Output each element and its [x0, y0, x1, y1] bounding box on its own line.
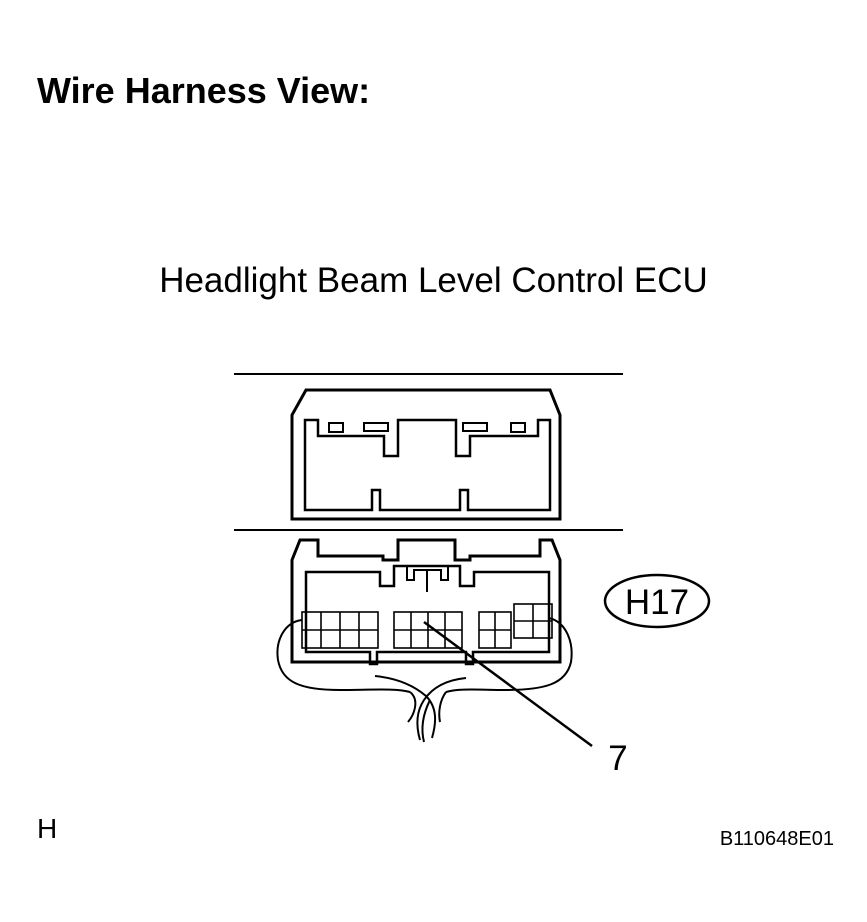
pin-number-label: 7 [608, 739, 627, 778]
connector-code-label: H17 [603, 573, 711, 629]
wire-harness-bundle [276, 617, 573, 743]
pin-7-leader-line [423, 620, 593, 748]
harness-connector-housing [290, 538, 562, 666]
view-code: H [37, 813, 58, 844]
page-title: Wire Harness View: [37, 70, 371, 111]
mating-connector-housing [290, 388, 562, 521]
connector-code-text: H17 [625, 583, 689, 622]
component-name: Headlight Beam Level Control ECU [159, 261, 708, 300]
figure-id: B110648E01 [719, 828, 834, 850]
terminal-cavity-grid [301, 603, 553, 649]
